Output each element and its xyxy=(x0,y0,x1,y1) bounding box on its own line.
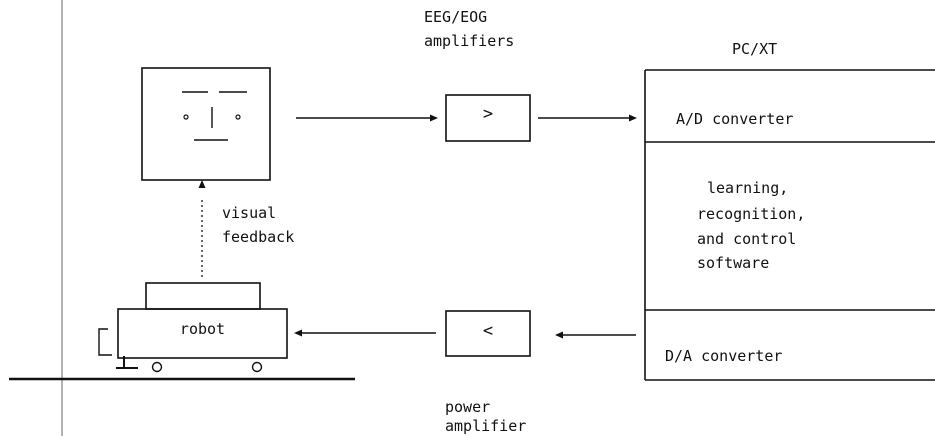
software-line-2: recognition, xyxy=(697,205,805,224)
arrowhead-amp-to-robot xyxy=(294,330,302,337)
eeg-amp-title-line1: EEG/EOG xyxy=(424,8,487,27)
right-eye xyxy=(236,115,240,119)
pcxt-title: PC/XT xyxy=(732,40,777,59)
arrowhead-da-to-amp xyxy=(555,332,563,339)
software-line-3: and control xyxy=(697,230,796,249)
robot-arm xyxy=(99,329,112,355)
eeg-amp-symbol: > xyxy=(446,105,530,124)
robot-label: robot xyxy=(118,320,287,339)
operator-face xyxy=(142,68,270,180)
ad-converter-label: A/D converter xyxy=(676,110,793,129)
robot-wheel-right xyxy=(253,363,262,372)
face-box xyxy=(142,68,270,180)
robot-top-unit xyxy=(146,283,260,309)
power-amp-symbol: < xyxy=(446,322,530,341)
arrowhead-face-to-amp xyxy=(430,115,438,122)
visual-feedback-arrowhead xyxy=(199,180,206,188)
software-line-4: software xyxy=(697,254,769,273)
eeg-amp-title-line2: amplifiers xyxy=(424,32,514,51)
left-eye xyxy=(184,115,188,119)
visual-feedback-line2: feedback xyxy=(222,228,294,247)
power-amp-title-line2: amplifier xyxy=(445,417,526,436)
visual-feedback-line1: visual xyxy=(222,204,276,223)
arrowhead-amp-to-ad xyxy=(629,115,637,122)
power-amp-title-line1: power xyxy=(445,398,490,417)
robot-wheel-left xyxy=(153,363,162,372)
da-converter-label: D/A converter xyxy=(665,347,782,366)
software-line-1: learning, xyxy=(707,179,788,198)
